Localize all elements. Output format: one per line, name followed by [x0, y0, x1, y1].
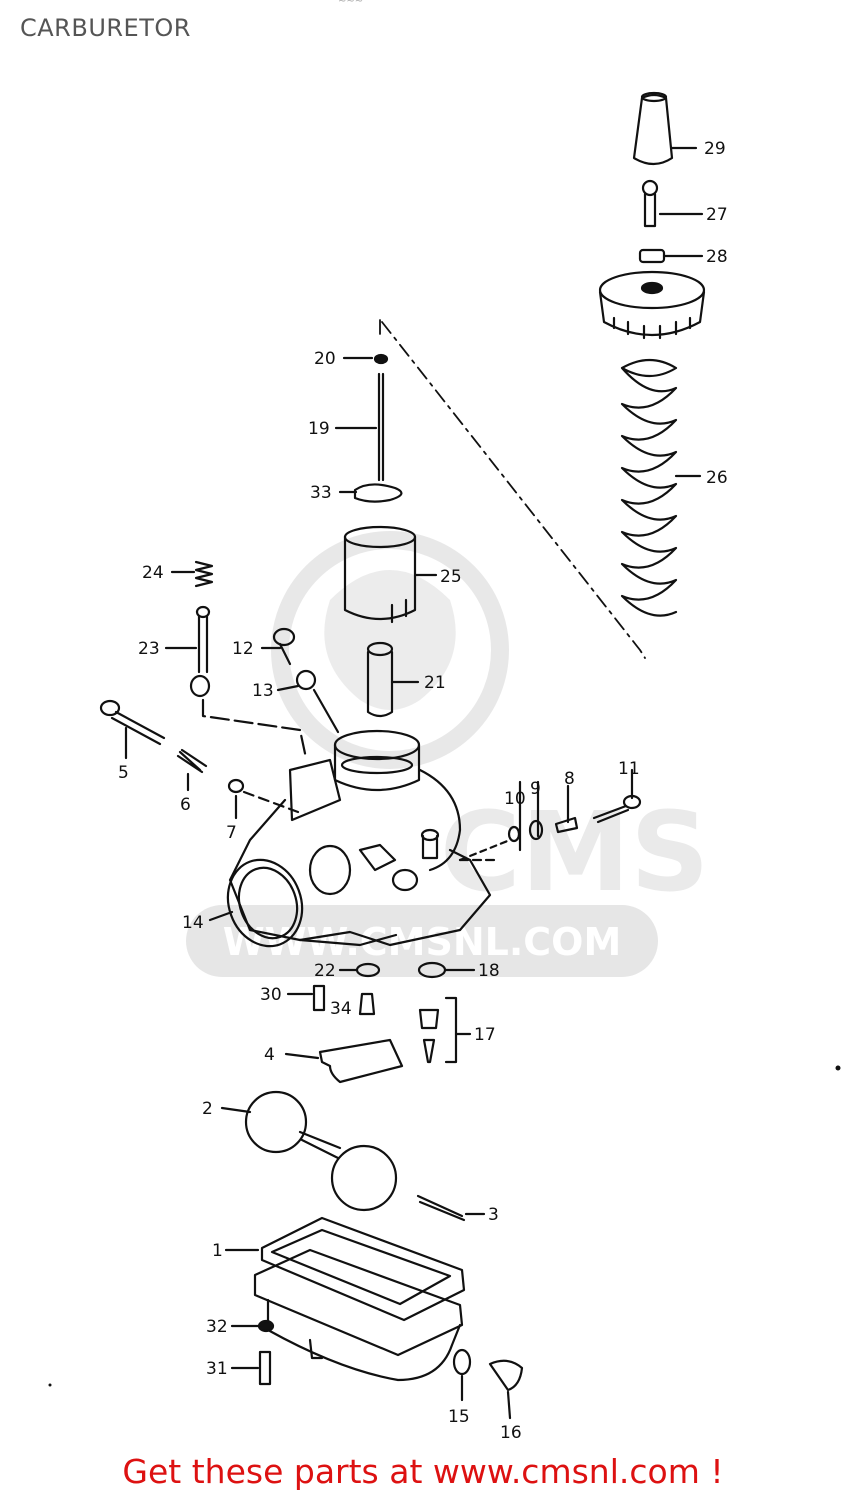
callout-4: 4: [264, 1045, 275, 1065]
part-5-pilot-screw: [99, 699, 166, 746]
callout-9: 9: [530, 779, 541, 799]
part-26-spring: [620, 358, 678, 617]
part-27-adjuster: [641, 179, 659, 228]
part-32-washer: [257, 1319, 275, 1333]
watermark-brand: CMS: [440, 788, 709, 916]
part-25-throttle-valve: [343, 525, 417, 624]
carburetor-body: [228, 729, 497, 947]
callout-12: 12: [232, 639, 254, 659]
part-23-cable: [189, 605, 308, 760]
part-12-screw: [272, 627, 296, 666]
footer-link[interactable]: Get these parts at www.cmsnl.com !: [122, 1452, 724, 1491]
part-31-drain-screw: [258, 1350, 272, 1386]
callout-18: 18: [478, 961, 500, 981]
part-19-jet-needle: [377, 372, 385, 482]
callout-6: 6: [180, 795, 191, 815]
part-9-spring: [528, 819, 544, 841]
part-13-washer: [295, 669, 317, 691]
callout-26: 26: [706, 468, 728, 488]
part-30-main-jet: [312, 984, 326, 1012]
callout-1: 1: [212, 1241, 223, 1261]
part-29-cap: [632, 91, 674, 166]
callout-27: 27: [706, 205, 728, 225]
part-34-pilot-jet: [358, 992, 376, 1016]
callout-31: 31: [206, 1359, 228, 1379]
scan-artifact: ~~~: [338, 0, 364, 7]
part-7-washer: [227, 778, 245, 794]
part-15-gasket: [452, 1348, 472, 1376]
callout-19: 19: [308, 419, 330, 439]
part-2-float: [244, 1090, 398, 1212]
part-4-gasket: [318, 1038, 404, 1084]
part-20-clip: [373, 353, 389, 365]
part-21-needle-jet: [366, 641, 394, 718]
callout-24: 24: [142, 563, 164, 583]
part-3-float-pin: [416, 1194, 466, 1222]
part-6-spring: [176, 748, 208, 774]
part-1-float-chamber: [253, 1216, 466, 1382]
callout-13: 13: [252, 681, 274, 701]
callout-28: 28: [706, 247, 728, 267]
callout-14: 14: [182, 913, 204, 933]
callout-2: 2: [202, 1099, 213, 1119]
part-14-o-ring: [226, 858, 304, 948]
callout-3: 3: [488, 1205, 499, 1225]
callout-32: 32: [206, 1317, 228, 1337]
assembly-guide-line: [379, 319, 646, 659]
callout-15: 15: [448, 1407, 470, 1427]
callout-5: 5: [118, 763, 129, 783]
callout-7: 7: [226, 823, 237, 843]
watermark-url: WWW.CMSNL.COM: [223, 920, 622, 964]
part-17-float-valve: [418, 996, 458, 1064]
callout-10: 10: [504, 789, 526, 809]
watermark: CMS WWW.CMSNL.COM: [186, 531, 709, 977]
callout-30: 30: [260, 985, 282, 1005]
callout-11: 11: [618, 759, 640, 779]
callout-21: 21: [424, 673, 446, 693]
callout-34: 34: [330, 999, 352, 1019]
callout-33: 33: [310, 483, 332, 503]
top-cap: [598, 270, 706, 340]
callout-29: 29: [704, 139, 726, 159]
callout-17: 17: [474, 1025, 496, 1045]
page-title: CARBURETOR: [20, 14, 191, 42]
part-16-drain-pipe: [488, 1359, 524, 1392]
callout-8: 8: [564, 769, 575, 789]
part-24-spring: [194, 560, 214, 588]
callout-23: 23: [138, 639, 160, 659]
part-28-nut: [638, 248, 666, 264]
callout-22: 22: [314, 961, 336, 981]
part-33-plate: [353, 483, 403, 503]
callout-25: 25: [440, 567, 462, 587]
callout-16: 16: [500, 1423, 522, 1443]
callout-20: 20: [314, 349, 336, 369]
